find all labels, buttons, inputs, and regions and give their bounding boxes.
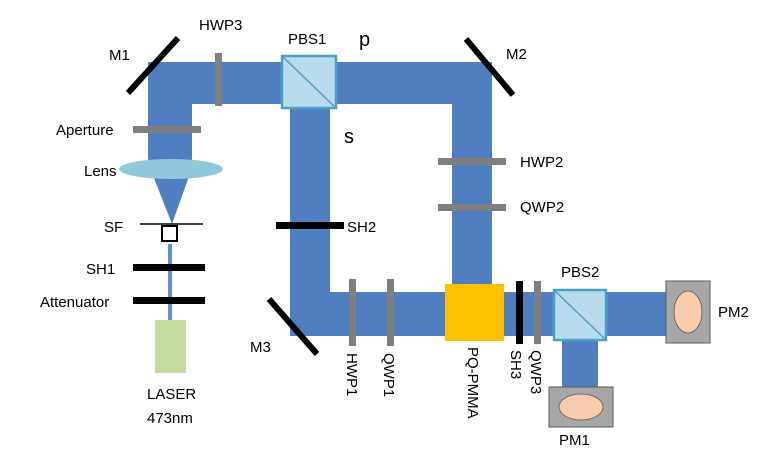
mirror-m3 bbox=[266, 297, 320, 356]
beamsplitter-pbs1 bbox=[280, 54, 338, 110]
label-qwp2: QWP2 bbox=[520, 199, 564, 216]
label-pbs2: PBS2 bbox=[561, 264, 599, 281]
focus-cone bbox=[150, 168, 192, 224]
label-pm2: PM2 bbox=[718, 304, 749, 321]
attenuator bbox=[133, 297, 205, 304]
label-sh3: SH3 bbox=[507, 350, 524, 379]
waveplate-hwp1 bbox=[349, 279, 356, 346]
beam-m2-down bbox=[452, 62, 492, 302]
label-sh2: SH2 bbox=[347, 219, 376, 236]
label-qwp3: QWP3 bbox=[527, 350, 544, 394]
beam-pbs2-to-pm1 bbox=[562, 336, 598, 388]
label-hwp2: HWP2 bbox=[520, 154, 563, 171]
label-aperture: Aperture bbox=[56, 122, 114, 139]
mirror-m2 bbox=[463, 37, 516, 97]
label-p: p bbox=[359, 29, 370, 51]
label-lens: Lens bbox=[84, 163, 117, 180]
beamsplitter-pbs2 bbox=[552, 288, 608, 342]
label-laser-line1: LASER bbox=[147, 386, 196, 403]
beam-pbs2-to-pm2 bbox=[600, 292, 670, 336]
label-laser-line2: 473nm bbox=[147, 410, 193, 427]
label-m2: M2 bbox=[506, 46, 527, 63]
label-qwp1: QWP1 bbox=[380, 353, 397, 397]
label-hwp3: HWP3 bbox=[199, 17, 242, 34]
power-meter-pm1 bbox=[548, 386, 614, 428]
label-pq-pmma: PQ-PMMA bbox=[464, 347, 481, 419]
waveplate-qwp3 bbox=[534, 281, 541, 344]
label-pm1: PM1 bbox=[559, 432, 590, 449]
sample-pq-pmma bbox=[445, 284, 504, 341]
shutter-sh2 bbox=[276, 222, 344, 229]
label-m1: M1 bbox=[109, 47, 130, 64]
label-hwp1: HWP1 bbox=[343, 353, 360, 396]
mirror-m1 bbox=[125, 35, 181, 96]
waveplate-qwp2 bbox=[438, 204, 506, 211]
label-pbs1: PBS1 bbox=[288, 31, 326, 48]
waveplate-qwp1 bbox=[387, 279, 394, 346]
power-meter-pm2 bbox=[665, 280, 711, 344]
label-s: s bbox=[344, 126, 354, 148]
waveplate-hwp2 bbox=[438, 158, 506, 165]
label-sf: SF bbox=[104, 219, 123, 236]
label-m3: M3 bbox=[250, 339, 271, 356]
laser bbox=[155, 320, 186, 373]
shutter-sh3 bbox=[516, 281, 523, 344]
label-attenuator: Attenuator bbox=[40, 294, 109, 311]
lens bbox=[119, 159, 223, 179]
waveplate-hwp3 bbox=[215, 53, 222, 106]
label-sh1: SH1 bbox=[86, 261, 115, 278]
shutter-sh1 bbox=[133, 264, 205, 271]
aperture bbox=[133, 126, 201, 133]
spatial-filter-pinhole bbox=[161, 225, 178, 242]
